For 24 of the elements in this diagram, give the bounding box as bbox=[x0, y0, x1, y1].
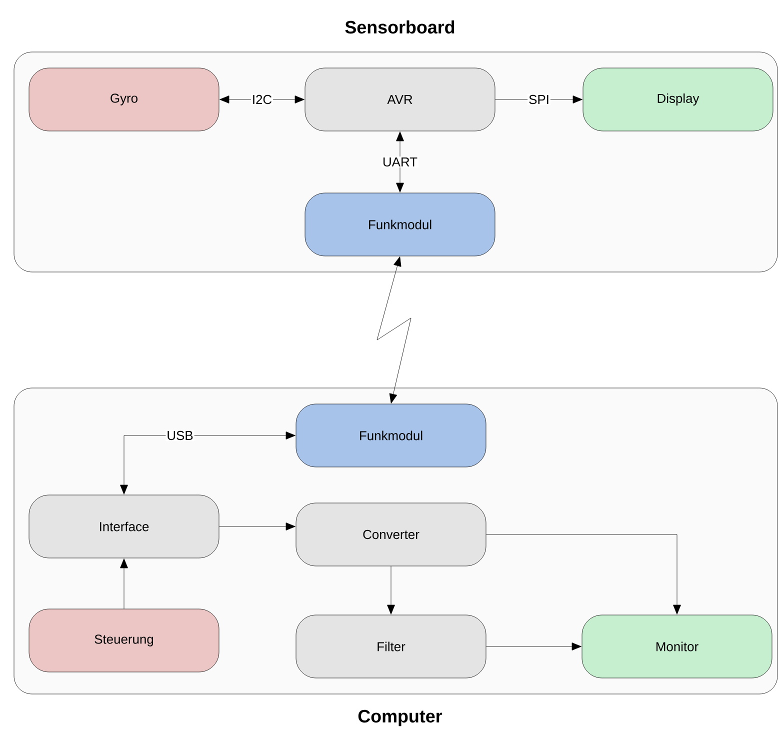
process-box: Monitor bbox=[582, 614, 772, 678]
arrow bbox=[376, 256, 412, 404]
process-box: Display bbox=[582, 68, 774, 132]
node-label: Computer bbox=[358, 710, 442, 726]
edge-label: USB bbox=[166, 430, 194, 442]
process-box: Gyro bbox=[28, 68, 220, 132]
arrow bbox=[495, 96, 582, 104]
edge-label: SPI bbox=[528, 94, 550, 106]
arrow bbox=[486, 534, 681, 614]
arrow bbox=[120, 558, 128, 609]
process-box: Filter bbox=[296, 614, 486, 678]
node-label: Sensorboard bbox=[345, 20, 454, 34]
arrow bbox=[387, 566, 395, 614]
arrow bbox=[219, 522, 296, 530]
process-box: Interface bbox=[28, 494, 220, 558]
arrow bbox=[486, 642, 582, 650]
process-box: Funkmodul bbox=[304, 192, 496, 256]
arrow bbox=[120, 432, 296, 494]
arrow bbox=[220, 96, 304, 104]
arrow bbox=[396, 132, 404, 192]
process-box: AVR bbox=[304, 68, 496, 132]
process-box: Funkmodul bbox=[296, 404, 486, 468]
process-box: Steuerung bbox=[28, 608, 220, 672]
process-box: Converter bbox=[296, 502, 486, 566]
